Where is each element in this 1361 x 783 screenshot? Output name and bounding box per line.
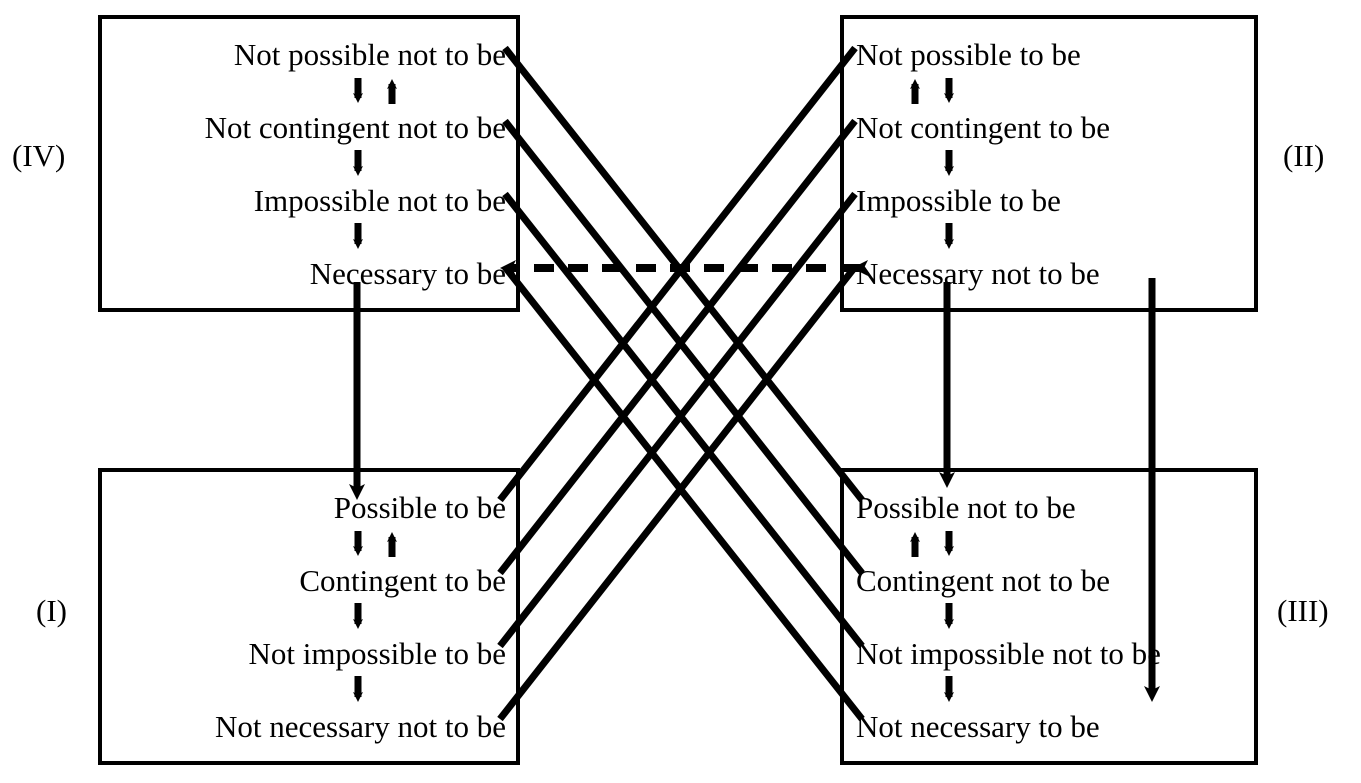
internal-arrows-iii: [910, 531, 954, 702]
diagonal-group-iv-to-iii: [502, 45, 865, 722]
quadrant-box-iv: Not possible not to be Not contingent no…: [98, 15, 520, 312]
quadrant-iii-row-1: Possible not to be: [856, 490, 1076, 525]
quadrant-i-row-1: Possible to be: [333, 490, 506, 525]
internal-arrows-i: [353, 531, 397, 702]
diagonal-ii2-to-i2: [497, 118, 858, 576]
quadrant-box-iii: Possible not to be Contingent not to be …: [840, 468, 1258, 765]
quadrant-iv-row-1: Not possible not to be: [233, 37, 506, 72]
quadrant-box-i: Possible to be Contingent to be Not impo…: [98, 468, 520, 765]
internal-arrows-ii: [910, 78, 954, 249]
quadrant-box-ii: Not possible to be Not contingent to be …: [840, 15, 1258, 312]
quadrant-iii-row-2: Contingent not to be: [856, 563, 1111, 598]
diagonal-iv1-to-iii1: [502, 45, 865, 503]
diagonal-ii4-to-i4: [497, 264, 858, 722]
quadrant-iv-row-4: Necessary to be: [309, 256, 506, 291]
quadrant-iv-row-3: Impossible not to be: [253, 183, 506, 218]
quadrant-label-iv: (IV): [12, 138, 66, 173]
quadrant-ii-row-2: Not contingent to be: [856, 110, 1110, 145]
quadrant-iii-row-3: Not impossible not to be: [856, 636, 1161, 671]
diagonal-iv4-to-iii4: [502, 264, 865, 722]
quadrant-ii-row-1: Not possible to be: [856, 37, 1081, 72]
quadrant-iii-row-4: Not necessary to be: [856, 709, 1100, 744]
diagonal-iv2-to-iii2: [502, 118, 865, 576]
quadrant-ii-row-3: Impossible to be: [856, 183, 1061, 218]
quadrant-i-row-4: Not necessary not to be: [215, 709, 506, 744]
quadrant-i-row-2: Contingent to be: [299, 563, 506, 598]
diagonal-group-ii-to-i: [497, 45, 858, 722]
quadrant-label-ii: (II): [1283, 138, 1325, 173]
quadrant-iv-row-2: Not contingent not to be: [204, 110, 506, 145]
diagonal-ii1-to-i1: [497, 45, 858, 503]
quadrant-label-iii: (III): [1277, 593, 1329, 628]
internal-arrows-iv: [353, 78, 397, 249]
quadrant-label-i: (I): [36, 593, 67, 628]
quadrant-i-row-3: Not impossible to be: [248, 636, 506, 671]
quadrant-ii-row-4: Necessary not to be: [856, 256, 1100, 291]
